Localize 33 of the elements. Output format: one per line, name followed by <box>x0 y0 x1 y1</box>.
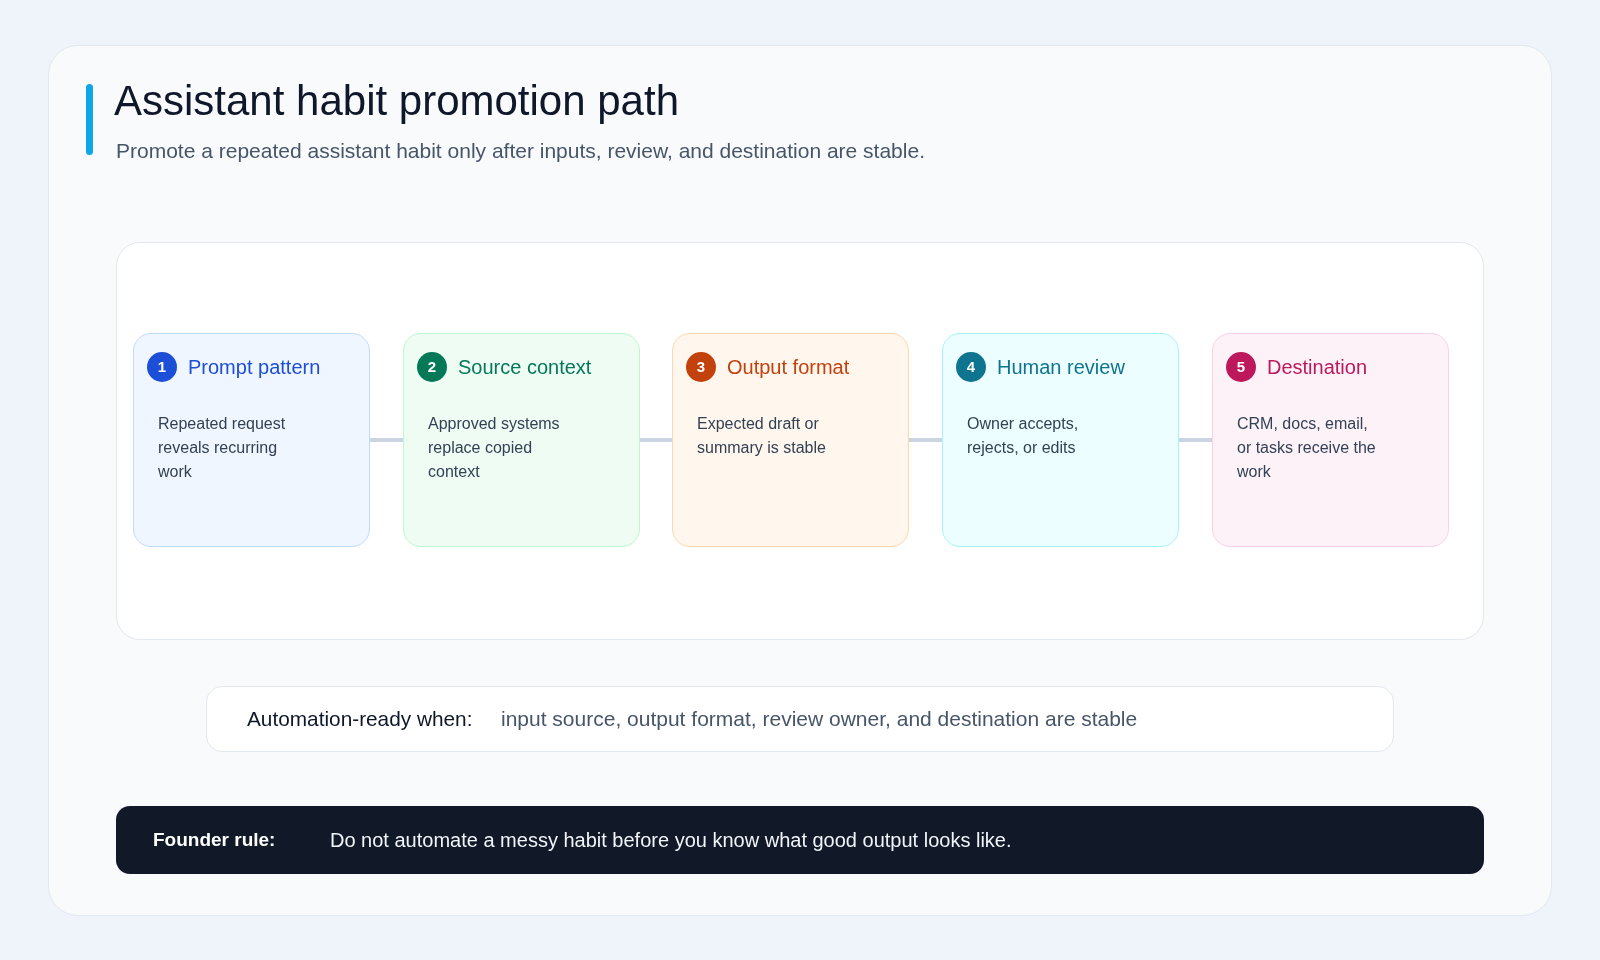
step-card <box>1212 333 1449 547</box>
step-card <box>133 333 370 547</box>
connector-line <box>640 438 672 442</box>
step-card <box>403 333 640 547</box>
step-title: Human review <box>997 355 1125 379</box>
step-number: 4 <box>956 352 986 382</box>
criteria-text: input source, output format, review owner, and destination are stable <box>501 707 1138 731</box>
step-number: 1 <box>147 352 177 382</box>
step-description: CRM, docs, email, or tasks receive the work <box>1237 414 1377 482</box>
step-description: Expected draft or summary is stable <box>697 414 827 458</box>
step-description: Repeated request reveals recurring work <box>158 414 287 482</box>
step-description: Approved systems replace copied context <box>428 414 561 482</box>
step-number: 3 <box>686 352 716 382</box>
step-title: Source context <box>458 355 592 379</box>
title: Assistant habit promotion path <box>114 76 679 126</box>
step-card <box>942 333 1179 547</box>
rule-label: Founder rule: <box>153 828 276 852</box>
step-number: 5 <box>1226 352 1256 382</box>
step-title: Output format <box>727 355 850 379</box>
criteria-bar <box>206 686 1394 752</box>
criteria-label: Automation-ready when: <box>247 707 473 731</box>
rule-banner <box>116 806 1484 874</box>
flow-panel <box>116 242 1484 640</box>
step-description: Owner accepts, rejects, or edits <box>967 414 1080 458</box>
step-number: 2 <box>417 352 447 382</box>
step-card <box>672 333 909 547</box>
connector-line <box>370 438 403 442</box>
step-title: Destination <box>1267 355 1368 379</box>
rule-text: Do not automate a messy habit before you know what good output looks like. <box>330 828 1012 852</box>
subtitle: Promote a repeated assistant habit only after inputs, review, and destination are stable. <box>116 138 925 164</box>
connector-line <box>1179 438 1212 442</box>
connector-line <box>909 438 942 442</box>
step-title: Prompt pattern <box>188 355 321 379</box>
